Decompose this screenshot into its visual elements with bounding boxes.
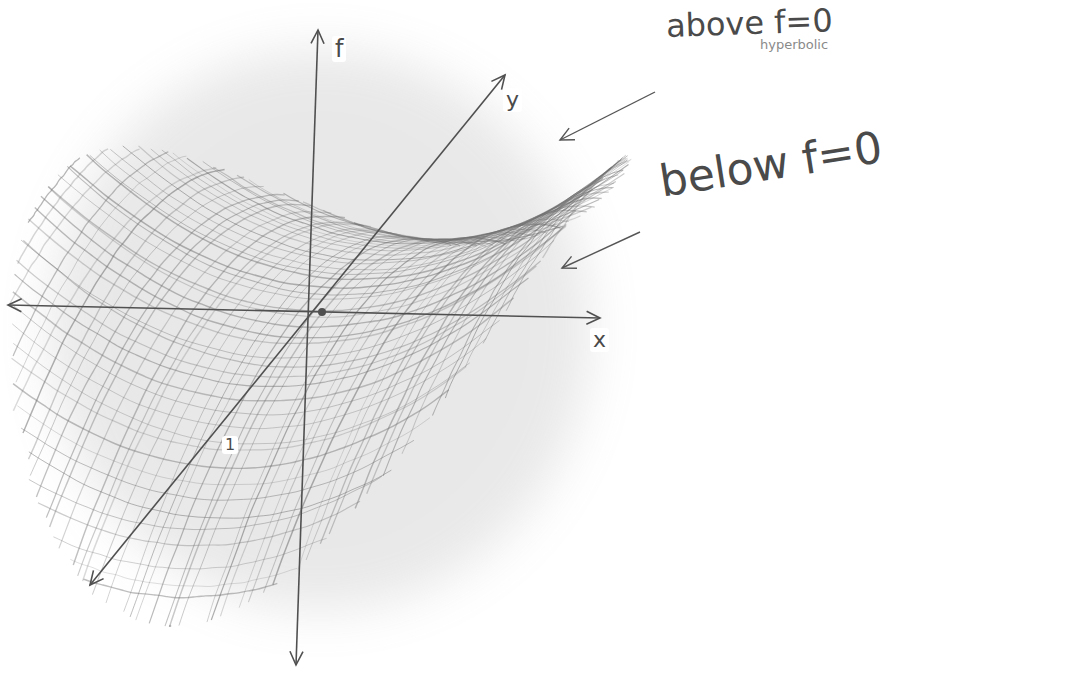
pointer-arrows	[560, 92, 655, 268]
pencil-stroke	[367, 192, 609, 493]
pencil-stroke	[73, 216, 345, 565]
pencil-stroke	[53, 537, 326, 569]
pencil-stroke	[110, 149, 625, 263]
pencil-stroke	[239, 234, 525, 608]
pencil-stroke	[543, 160, 619, 258]
axis-line	[90, 75, 505, 585]
pencil-stroke	[445, 170, 623, 398]
axis-arrowhead	[491, 75, 505, 90]
pencil-stroke	[13, 292, 514, 401]
pencil-stroke	[50, 204, 311, 527]
note: below f=0	[657, 125, 886, 204]
pencil-stroke	[165, 239, 460, 627]
pencil-stroke	[48, 186, 585, 317]
pointer-line	[560, 92, 655, 140]
note: above f=0	[665, 4, 833, 42]
axis-label: y	[503, 88, 522, 112]
pencil-stroke	[329, 206, 594, 534]
pointer-arrowhead	[560, 128, 575, 140]
pencil-stroke	[220, 237, 516, 616]
pencil-stroke	[13, 168, 216, 411]
pencil-stroke	[38, 501, 360, 545]
axis-line	[8, 305, 600, 318]
pencil-stroke	[10, 149, 140, 304]
pencil-stroke	[355, 198, 601, 508]
pencil-stroke	[18, 149, 108, 264]
pencil-stroke	[248, 232, 535, 602]
pencil-stroke	[320, 210, 586, 543]
pencil-stroke	[130, 236, 428, 617]
note: hyperbolic	[760, 38, 828, 51]
axis-label: x	[590, 328, 609, 352]
axis-arrowhead	[586, 311, 600, 324]
pencil-stroke	[124, 232, 406, 612]
axes	[8, 30, 600, 665]
pencil-stroke	[173, 153, 629, 246]
pencil-stroke	[28, 158, 80, 223]
pencil-stroke	[58, 175, 603, 299]
pencil-stroke	[187, 158, 629, 244]
pencil-stroke	[87, 155, 612, 280]
pencil-stroke	[506, 156, 627, 311]
axis-label: f	[332, 36, 346, 62]
pencil-stroke	[263, 229, 546, 592]
pencil-stroke	[298, 223, 561, 570]
pencil-stroke	[59, 212, 331, 549]
tick-number: 1	[222, 436, 238, 454]
axis-line	[296, 30, 318, 665]
pencil-stroke	[83, 224, 371, 581]
pencil-stroke	[46, 200, 298, 518]
pencil-shading	[50, 50, 590, 610]
pencil-stroke	[179, 239, 486, 626]
origin-dot	[318, 308, 326, 316]
pencil-stroke	[48, 187, 592, 311]
pencil-stroke	[465, 159, 631, 366]
axis-arrowhead	[290, 651, 303, 665]
pointer-line	[562, 232, 640, 268]
pencil-stroke	[207, 239, 493, 622]
pencil-stroke	[383, 188, 613, 476]
pencil-stroke	[432, 175, 618, 416]
surface-strokes	[10, 146, 632, 627]
axis-arrowhead	[311, 30, 324, 44]
pencil-stroke	[16, 156, 186, 382]
axis-arrowhead	[8, 299, 22, 312]
pencil-stroke	[21, 240, 554, 358]
pointer-arrowhead	[562, 256, 577, 268]
pencil-stroke	[30, 186, 263, 475]
axis-arrowhead	[90, 570, 104, 585]
